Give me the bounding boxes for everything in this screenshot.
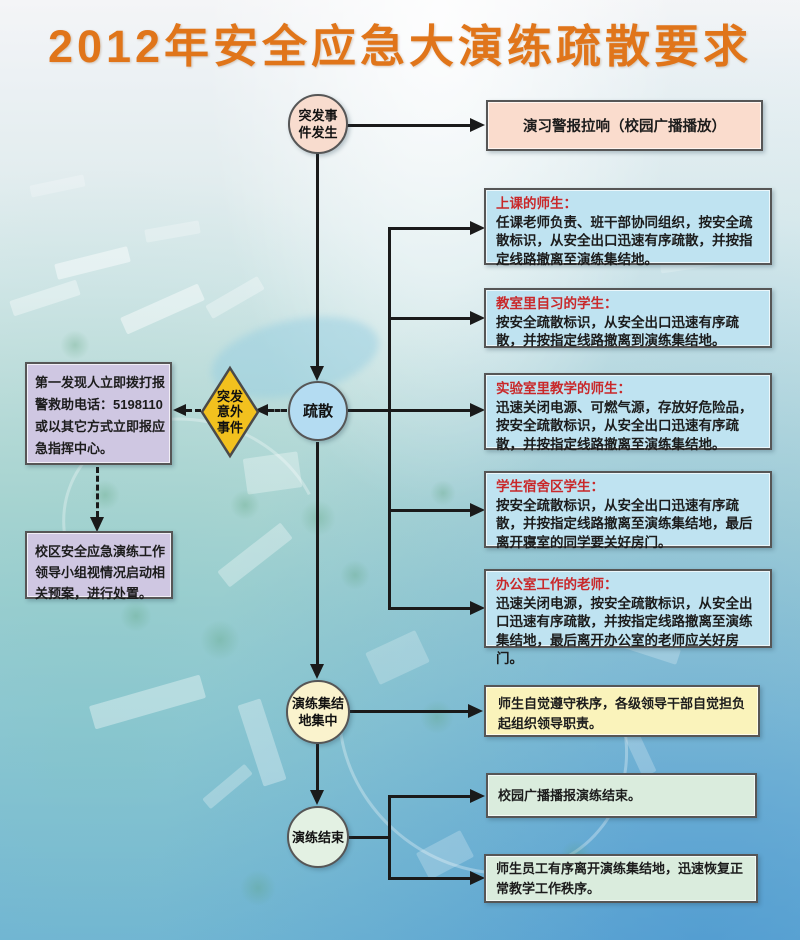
arrowhead-right (470, 871, 485, 885)
node-response-box: 校区安全应急演练工作领导小组视情况启动相关预案，进行处置。 (25, 531, 173, 601)
page-title: 2012年安全应急大演练疏散要求 (47, 21, 753, 72)
arrowhead-right (468, 703, 483, 718)
response-box-label: 校区安全应急演练工作领导小组视情况启动相关预案，进行处置。 (35, 544, 166, 601)
group-box-office-teachers: 办公室工作的老师： 迅速关闭电源，按安全疏散标识，从安全出口迅速有序疏散，并按指… (484, 569, 772, 666)
resume-box-label: 师生员工有序离开演练集结地，迅速恢复正常教学工作秩序。 (496, 860, 744, 896)
arrowhead-right (470, 502, 485, 517)
node-assembly: 演练集结地集中 (286, 680, 350, 744)
map-tree (60, 330, 90, 360)
map-tree (430, 480, 456, 506)
node-broadcast-box: 校园广播播报演练结束。 (486, 773, 757, 818)
accident-diamond-label: 突发意外事件 (216, 388, 243, 435)
connector-evacuate-to-assembly (316, 442, 319, 664)
branch-to-group-4 (390, 508, 470, 512)
node-resume-box: 师生员工有序离开演练集结地，迅速恢复正常教学工作秩序。 (484, 854, 758, 903)
group-box-title: 实验室里教学的师生： (496, 381, 631, 396)
map-tree (200, 620, 240, 660)
map-tree (120, 600, 152, 632)
arrowhead-right (470, 310, 485, 325)
group-box-title: 办公室工作的老师： (496, 577, 618, 592)
node-alarm-box: 演习警报拉响（校园广播播放） (486, 100, 763, 151)
arrowhead-down (90, 517, 104, 532)
order-box-label: 师生自觉遵守秩序，各级领导干部自觉担负起组织领导职责。 (498, 696, 746, 731)
broadcast-box-label: 校园广播播报演练结束。 (498, 787, 642, 803)
dashed-diamond-to-report (186, 409, 201, 412)
branch-trunk-line (388, 226, 391, 610)
connector-assembly-to-end (316, 744, 319, 790)
arrowhead-left (173, 404, 186, 416)
node-evacuate: 疏散 (288, 381, 348, 441)
group-box-lab-staff: 实验室里教学的师生： 迅速关闭电源、可燃气源，存放好危险品，按安全疏散标识，从安… (484, 373, 772, 452)
branch-to-broadcast (390, 794, 470, 798)
map-tree (340, 560, 370, 590)
group-box-selfstudy-students: 教室里自习的学生： 按安全疏散标识，从安全出口迅速有序疏散，并按指定线路撤离到演… (484, 288, 772, 348)
arrowhead-down (310, 366, 324, 381)
map-tree (240, 870, 276, 906)
end-branch-trunk (388, 794, 391, 880)
connector-start-to-evacuate (316, 152, 319, 366)
group-box-dormitory-students: 学生宿舍区学生： 按安全疏散标识，从安全出口迅速有序疏散，并按指定线路撤离至演练… (484, 471, 772, 550)
node-accident-diamond (200, 365, 260, 459)
group-box-teaching-staff: 上课的师生： 任课老师负责、班干部协同组织，按安全疏散标识，从安全出口迅速有序疏… (484, 188, 772, 267)
node-evacuate-label: 疏散 (302, 402, 333, 420)
group-box-body: 迅速关闭电源，按安全疏散标识，从安全出口迅速有序疏散，并按指定线路撤离至演练集结… (496, 595, 753, 667)
map-tree (230, 490, 260, 520)
group-box-title: 教室里自习的学生： (496, 296, 618, 311)
node-incident-start-label: 突发事件发生 (298, 108, 338, 140)
node-assembly-label: 演练集结地集中 (291, 696, 344, 728)
node-drill-end-label: 演练结束 (291, 829, 344, 845)
arrowhead-right (470, 402, 485, 417)
map-tree (420, 700, 454, 734)
arrowhead-right (470, 600, 485, 615)
node-incident-start: 突发事件发生 (288, 94, 348, 154)
node-report-box: 第一发现人立即拨打报警救助电话：5198110或以其它方式立即报应急指挥中心。 (25, 362, 172, 465)
branch-to-group-5 (390, 606, 470, 610)
branch-to-group-2 (390, 316, 470, 320)
group-box-body: 任课老师负责、班干部协同组织，按安全疏散标识，从安全出口迅速有序疏散，并按指定线… (496, 214, 753, 267)
node-order-box: 师生自觉遵守秩序，各级领导干部自觉担负起组织领导职责。 (484, 685, 760, 737)
dashed-evacuate-to-diamond (268, 409, 287, 412)
group-box-body: 按安全疏散标识，从安全出口迅速有序疏散，并按指定线路撤离到演练集结地。 (496, 314, 739, 349)
group-box-title: 上课的师生： (496, 196, 577, 211)
map-tree (90, 480, 120, 510)
arrowhead-down (310, 790, 324, 805)
group-box-body: 迅速关闭电源、可燃气源，存放好危险品，按安全疏散标识，从安全出口迅速有序疏散，并… (496, 399, 753, 452)
arrowhead-down (310, 664, 324, 679)
connector-assembly-to-order (350, 709, 468, 713)
node-drill-end: 演练结束 (287, 806, 349, 868)
connector-end-stub (349, 835, 390, 839)
dashed-report-to-response (96, 467, 99, 517)
accident-diamond-label-wrap: 突发意外事件 (199, 365, 261, 459)
arrowhead-right (470, 788, 485, 803)
group-box-title: 学生宿舍区学生： (496, 479, 604, 494)
branch-to-group-3 (348, 408, 470, 412)
report-box-label: 第一发现人立即拨打报警救助电话：5198110或以其它方式立即报应急指挥中心。 (35, 375, 166, 456)
alarm-box-label: 演习警报拉响（校园广播播放） (523, 119, 726, 135)
arrowhead-right (470, 117, 485, 132)
group-box-body: 按安全疏散标识，从安全出口迅速有序疏散，并按指定线路撤离至演练集结地，最后离开寝… (496, 497, 753, 550)
branch-to-resume (390, 877, 470, 880)
branch-to-group-1 (390, 226, 470, 230)
connector-start-to-alarm (345, 123, 470, 127)
arrowhead-right (470, 220, 485, 235)
